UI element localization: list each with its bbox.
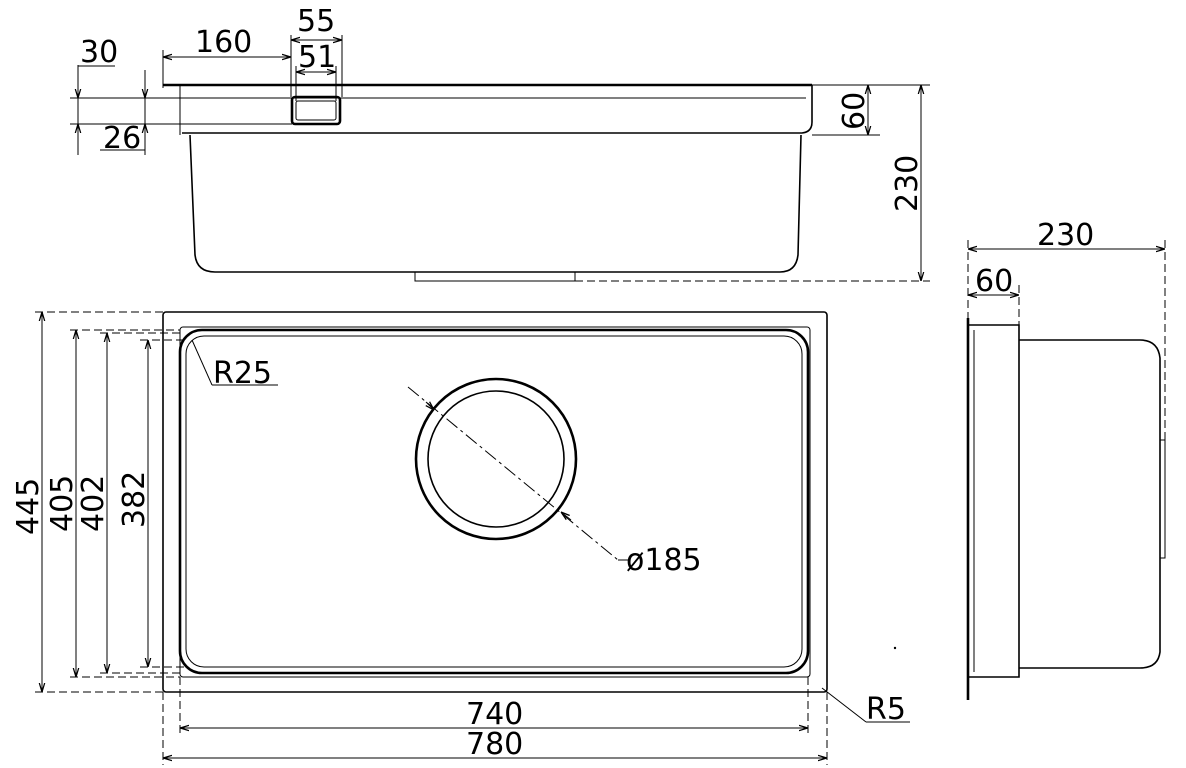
dim-382-label: 382 [117, 471, 152, 528]
dim-230-side-label: 230 [1037, 218, 1094, 253]
dim-r5-label: R5 [866, 692, 906, 727]
dim-160-label: 160 [195, 25, 252, 60]
dim-60-side-label: 60 [975, 264, 1013, 299]
front-elevation-view [163, 83, 813, 282]
dim-405-label: 405 [45, 475, 80, 532]
dim-445-label: 445 [11, 478, 46, 535]
front-view-dimensions: 160 55 51 30 26 60 230 [70, 4, 930, 282]
dim-r25-label: R25 [213, 356, 272, 391]
dim-26-label: 26 [103, 121, 141, 156]
side-view-dimensions: 230 60 [967, 218, 1166, 440]
dim-780-label: 780 [466, 727, 523, 762]
drain-inner-ring [427, 390, 565, 528]
dim-60-front-label: 60 [837, 92, 872, 130]
dim-51-label: 51 [298, 40, 336, 75]
drain-outer-ring [414, 377, 578, 541]
dim-230-front-label: 230 [890, 155, 925, 212]
side-elevation-view [966, 318, 1166, 700]
dim-30-label: 30 [80, 35, 118, 70]
plan-view-dimensions: 445 405 402 382 740 780 [11, 311, 828, 765]
dim-740-label: 740 [466, 697, 523, 732]
dim-55-label: 55 [297, 4, 335, 39]
plan-view: ø185 R25 R5 [162, 311, 910, 727]
dim-402-label: 402 [76, 475, 111, 532]
dim-drain-diameter-label: ø185 [626, 543, 702, 578]
